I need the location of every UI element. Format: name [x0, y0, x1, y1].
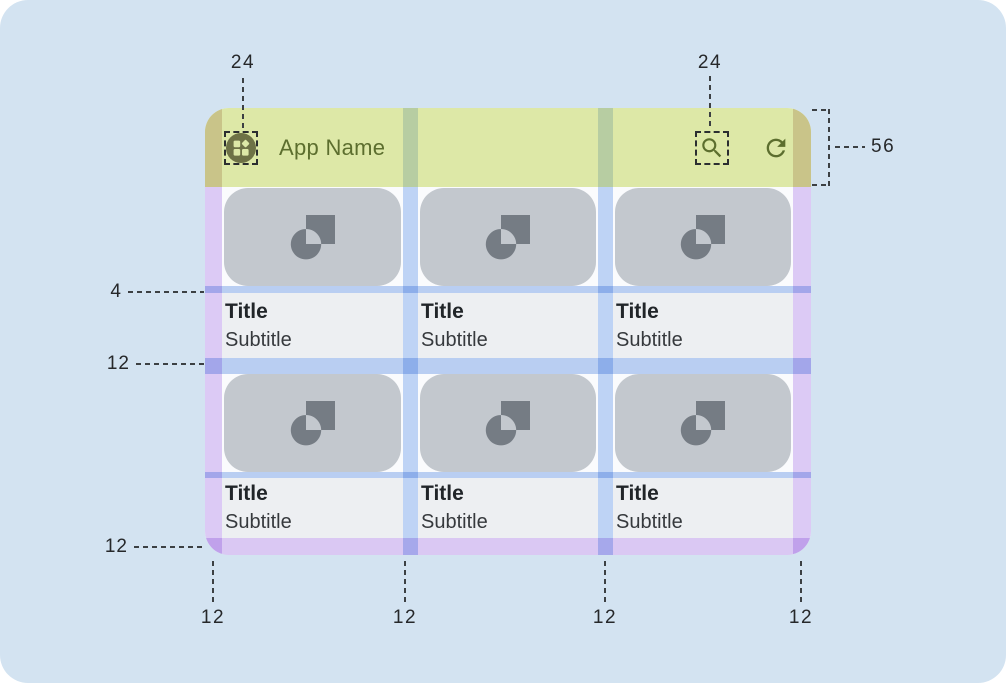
card-subtitle: Subtitle — [616, 511, 683, 533]
action-icon-keyline-box — [695, 131, 729, 165]
bracket-tick-top — [812, 109, 830, 111]
app-launcher-button[interactable] — [226, 133, 256, 163]
column-gutter-overlay — [598, 108, 613, 555]
card-title: Title — [616, 299, 659, 323]
bracket-tick-bottom — [812, 184, 830, 186]
card-title: Title — [421, 299, 464, 323]
card-media[interactable] — [420, 374, 596, 472]
bottom-margin-overlay — [205, 538, 811, 555]
card-title: Title — [225, 299, 268, 323]
card-media[interactable] — [224, 374, 401, 472]
dimension-label-row-gutter: 12 — [106, 353, 130, 374]
refresh-button[interactable] — [762, 134, 790, 162]
card-subtitle: Subtitle — [225, 328, 292, 351]
dimension-label-right-margin: 12 — [788, 607, 814, 628]
dimension-label-leading-icon: 24 — [230, 52, 256, 73]
card-title: Title — [421, 482, 464, 505]
card-subtitle: Subtitle — [421, 511, 488, 533]
image-placeholder-icon — [485, 401, 530, 446]
card-media[interactable] — [615, 374, 791, 472]
dimension-leader-line — [134, 546, 202, 548]
card-text[interactable]: Title Subtitle — [613, 293, 793, 358]
dimension-leader-line — [128, 291, 204, 293]
card-subtitle: Subtitle — [421, 328, 488, 351]
card-text[interactable]: Title Subtitle — [222, 293, 403, 358]
dimension-leader-line — [212, 558, 214, 602]
dimension-leader-line — [709, 74, 711, 126]
card-media[interactable] — [420, 188, 596, 286]
image-placeholder-icon — [680, 215, 725, 260]
card-title: Title — [616, 482, 659, 505]
left-margin-appbar-segment — [205, 108, 222, 187]
dimension-leader-line — [800, 558, 802, 602]
dimension-label-gutter: 12 — [592, 607, 618, 628]
image-placeholder-icon — [290, 215, 335, 260]
dimension-leader-line — [242, 76, 244, 128]
dimension-label-action-icon: 24 — [697, 52, 723, 73]
dimension-label-left-margin: 12 — [200, 607, 226, 628]
search-icon — [702, 138, 722, 158]
card-title: Title — [225, 482, 268, 505]
image-text-gap-overlay — [205, 286, 811, 293]
gutter-appbar-segment — [403, 108, 418, 187]
dimension-label-gutter: 12 — [392, 607, 418, 628]
left-margin-overlay — [205, 108, 222, 555]
app-title: App Name — [279, 135, 386, 160]
column-gutter-overlay — [403, 108, 418, 555]
dimension-leader-line — [404, 558, 406, 602]
image-text-gap-overlay — [205, 472, 811, 478]
card-text[interactable]: Title Subtitle — [418, 293, 598, 358]
dimension-leader-line — [835, 146, 865, 148]
card-text[interactable]: Title Subtitle — [613, 478, 793, 538]
dimension-leader-line — [136, 363, 204, 365]
right-margin-appbar-segment — [793, 108, 811, 187]
dimension-label-image-text-gap: 4 — [110, 281, 122, 302]
bracket-line — [828, 109, 830, 186]
dimension-label-appbar-height: 56 — [871, 136, 896, 157]
top-app-bar: App Name — [205, 108, 811, 187]
card-subtitle: Subtitle — [225, 511, 292, 533]
app-mockup: App Name — [205, 108, 811, 555]
search-button[interactable] — [699, 135, 725, 161]
grid-apps-icon — [226, 133, 256, 163]
row-gutter-overlay — [205, 358, 811, 374]
card-media[interactable] — [615, 188, 791, 286]
card-subtitle: Subtitle — [616, 328, 683, 351]
image-placeholder-icon — [290, 401, 335, 446]
refresh-icon — [766, 138, 786, 158]
image-placeholder-icon — [485, 215, 530, 260]
card-text[interactable]: Title Subtitle — [222, 478, 403, 538]
card-media[interactable] — [224, 188, 401, 286]
leading-icon-keyline-box — [224, 131, 258, 165]
dimension-label-bottom-margin: 12 — [104, 536, 128, 557]
dimension-leader-line — [604, 558, 606, 602]
card-text[interactable]: Title Subtitle — [418, 478, 598, 538]
image-placeholder-icon — [680, 401, 725, 446]
gutter-appbar-segment — [598, 108, 613, 187]
right-margin-overlay — [793, 108, 811, 555]
